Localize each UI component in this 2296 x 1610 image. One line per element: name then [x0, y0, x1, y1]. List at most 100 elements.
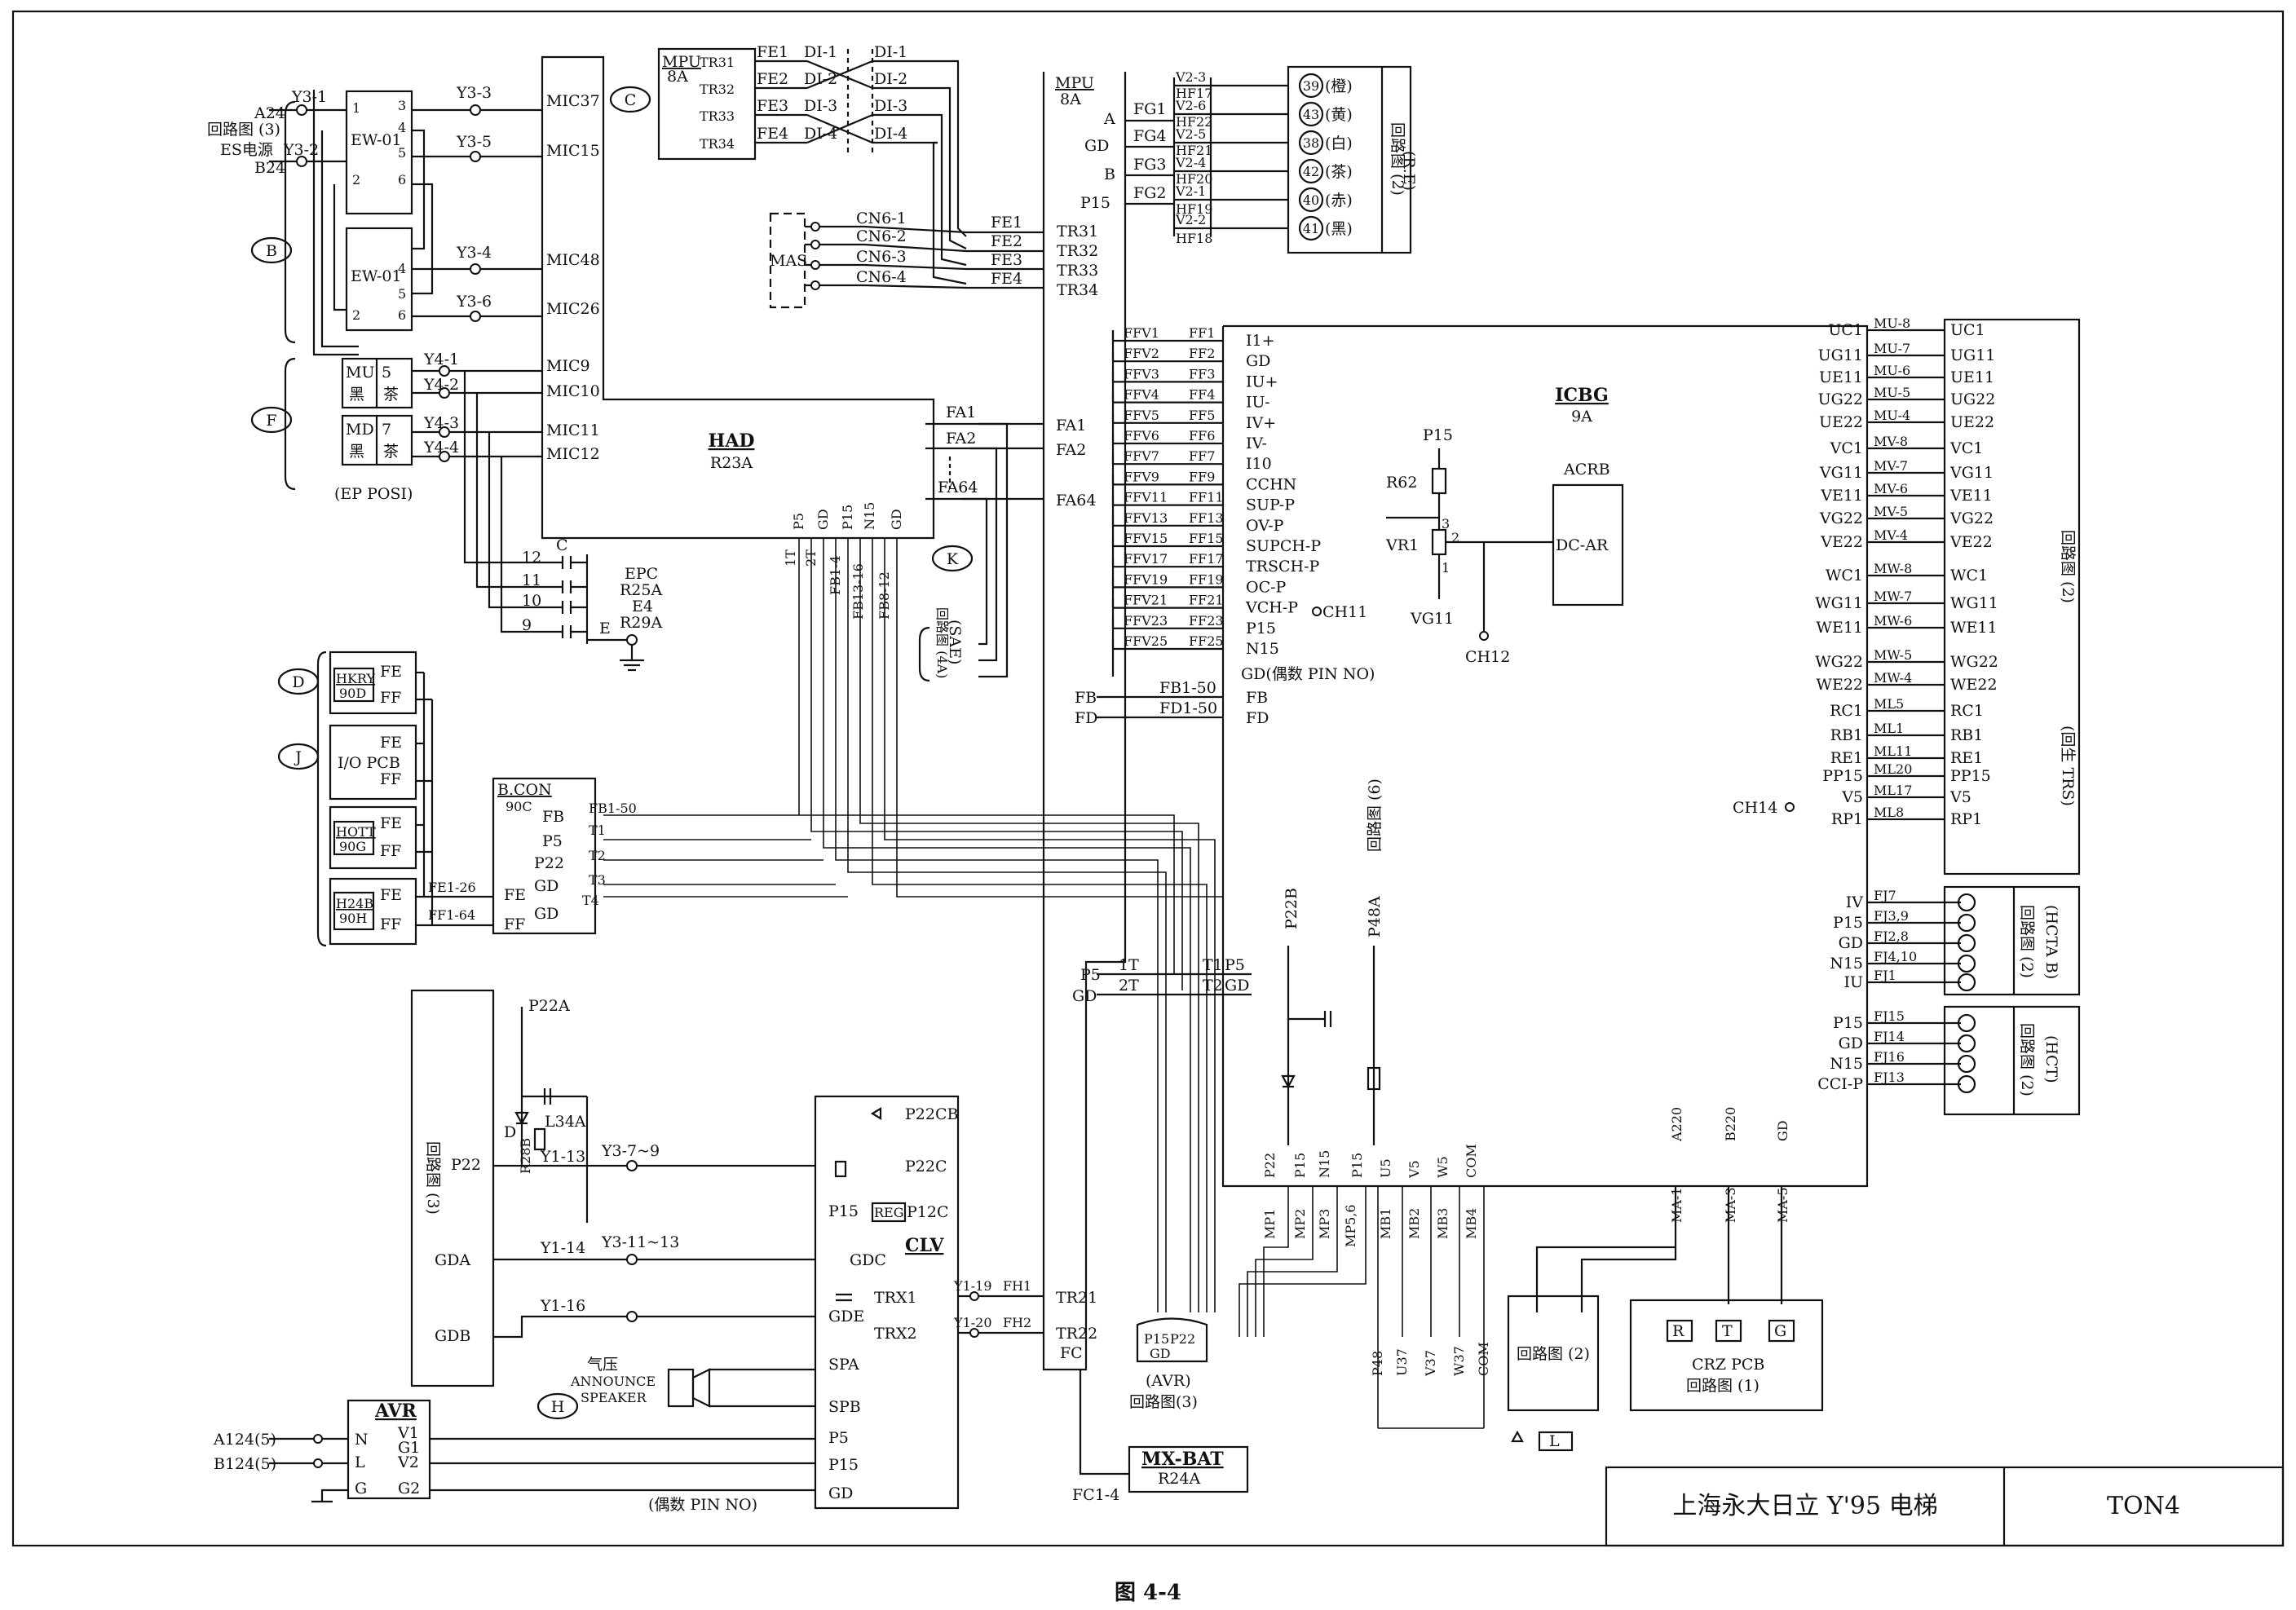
- fj-terminal: [1957, 933, 1976, 953]
- icbg-left-label: UC1: [1828, 321, 1863, 339]
- svg-text:B220: B220: [1723, 1107, 1738, 1141]
- svg-text:B24: B24: [254, 159, 285, 177]
- icbg-left-label: VE11: [1820, 487, 1863, 505]
- svg-text:FF1-64: FF1-64: [428, 907, 475, 923]
- ff-signal: TRSCH-P: [1246, 558, 1320, 576]
- icbg-left-label: VC1: [1830, 439, 1863, 457]
- svg-text:N15: N15: [1317, 1150, 1332, 1178]
- connector-f: F: [250, 406, 293, 434]
- svg-text:FE4: FE4: [991, 270, 1022, 288]
- ffv-label: FFV17: [1124, 551, 1168, 567]
- svg-text:Y3-7~9: Y3-7~9: [601, 1142, 660, 1160]
- bracket: [316, 651, 327, 947]
- svg-text:MX-BAT: MX-BAT: [1141, 1449, 1224, 1470]
- svg-text:A: A: [1103, 110, 1115, 128]
- lamp-item: 38(白): [1298, 130, 1353, 156]
- svg-text:HF22: HF22: [1176, 114, 1212, 130]
- ff-signal: SUP-P: [1246, 496, 1295, 514]
- svg-text:FA2: FA2: [946, 430, 976, 448]
- connector-j: J: [277, 743, 320, 770]
- svg-text:GDE: GDE: [828, 1308, 864, 1325]
- fj-terminal: [1957, 893, 1976, 912]
- terminal-dot: [470, 151, 481, 162]
- svg-text:GD: GD: [1072, 987, 1097, 1005]
- clv-wires: [493, 1164, 815, 1339]
- icbg-right-label: WC1: [1950, 567, 1988, 584]
- clv-board: CLV P22CB P22C P15 REG P12C GDC TRX1 GDE…: [814, 1095, 960, 1510]
- svg-text:FE4: FE4: [757, 125, 788, 143]
- svg-text:茶: 茶: [383, 443, 399, 461]
- h24b-block: H24B 90H FE FF: [329, 877, 417, 946]
- svg-text:R29A: R29A: [620, 614, 662, 632]
- hkry-bus: [416, 671, 493, 927]
- mic-label: MIC37: [546, 92, 600, 110]
- svg-text:FG1: FG1: [1133, 100, 1166, 118]
- svg-text:SPA: SPA: [828, 1356, 859, 1374]
- svg-text:T1: T1: [1203, 956, 1223, 974]
- svg-text:DI-4: DI-4: [804, 125, 837, 143]
- svg-text:GD: GD: [889, 509, 904, 530]
- svg-text:FC: FC: [1060, 1344, 1083, 1362]
- svg-text:Y1-16: Y1-16: [540, 1297, 585, 1315]
- icbg-right-label: UC1: [1950, 321, 1985, 339]
- fj-terminal: [1957, 1013, 1976, 1033]
- svg-text:MP1: MP1: [1262, 1209, 1278, 1239]
- ff-label: FF6: [1189, 428, 1215, 443]
- ma-column: A220 B220 GD MA-1 MA-3 MA-5: [1535, 1107, 1790, 1312]
- ff-signal: SUPCH-P: [1246, 537, 1321, 555]
- svg-text:V37: V37: [1423, 1350, 1438, 1377]
- t1-t2-wires: [1097, 973, 1252, 996]
- icbg-left-label: UG11: [1818, 346, 1863, 364]
- circ4a-ref: 回路图 (4A): [934, 607, 950, 678]
- circ3-ref: 回路图 (3): [207, 121, 280, 139]
- ff-signal: OC-P: [1246, 578, 1287, 596]
- svg-text:4: 4: [398, 261, 406, 276]
- svg-text:3: 3: [1442, 516, 1450, 532]
- lamp-list: 39(橙) 43(黄) 38(白) 42(茶) 40(赤) 41(黑): [1298, 73, 1353, 241]
- icbg-left-label: RP1: [1831, 810, 1863, 828]
- mic-label: MIC9: [546, 357, 590, 375]
- mu-md-block: MU 5 黑 茶 MD 7 黑 茶 (EP POSI): [334, 357, 413, 503]
- lamp-panel: [1287, 65, 1412, 254]
- svg-text:MB1: MB1: [1378, 1208, 1393, 1239]
- svg-text:A220: A220: [1669, 1107, 1684, 1142]
- svg-text:TRX1: TRX1: [874, 1289, 917, 1307]
- svg-text:P5: P5: [828, 1429, 849, 1447]
- svg-text:Y4-2: Y4-2: [423, 376, 459, 394]
- icbg-conn-label: MW-5: [1874, 647, 1912, 663]
- svg-text:P48: P48: [1370, 1351, 1385, 1376]
- svg-text:HKRY: HKRY: [336, 671, 375, 686]
- bracket: [284, 100, 296, 344]
- terminal-dot: [313, 1458, 323, 1468]
- svg-text:Y3-1: Y3-1: [291, 88, 327, 106]
- title-code: TON4: [2107, 1492, 2180, 1520]
- svg-text:P22: P22: [1262, 1153, 1278, 1178]
- terminal-dot: [1312, 607, 1322, 616]
- svg-text:Y3-2: Y3-2: [283, 141, 319, 159]
- terminal-dot: [439, 426, 450, 438]
- avr-board: AVR N L G V1 G1 V2 G2: [347, 1399, 431, 1500]
- icbg-right-label: WG22: [1950, 653, 1998, 671]
- svg-text:FA2: FA2: [1056, 441, 1086, 459]
- svg-text:11: 11: [522, 571, 541, 589]
- svg-text:6: 6: [398, 172, 406, 187]
- icbg-left-label: UE11: [1819, 368, 1863, 386]
- circ2-bottom-box: 回路图 (2) L: [1507, 1295, 1600, 1452]
- svg-text:P12C: P12C: [907, 1203, 949, 1221]
- lamp-item: 40(赤): [1298, 187, 1353, 213]
- icbg-right-label: UE11: [1950, 368, 1994, 386]
- icbg-left-label: UG22: [1818, 390, 1863, 408]
- title-block: 上海永大日立 Y'95 电梯 TON4: [1605, 1466, 2285, 1547]
- ffv-label: FFV4: [1124, 387, 1159, 403]
- svg-text:ANNOUNCE: ANNOUNCE: [570, 1374, 656, 1389]
- svg-text:8A: 8A: [667, 68, 688, 86]
- icbg-left-label: WC1: [1826, 567, 1863, 584]
- svg-text:DI-2: DI-2: [874, 70, 907, 88]
- icbg-left-label: WE11: [1816, 619, 1863, 637]
- fj-label: FJ2,8: [1874, 929, 1909, 944]
- fj-label: FJ4,10: [1874, 949, 1917, 964]
- svg-text:P5: P5: [791, 513, 806, 530]
- svg-text:FG3: FG3: [1133, 156, 1166, 174]
- svg-text:4: 4: [398, 120, 406, 135]
